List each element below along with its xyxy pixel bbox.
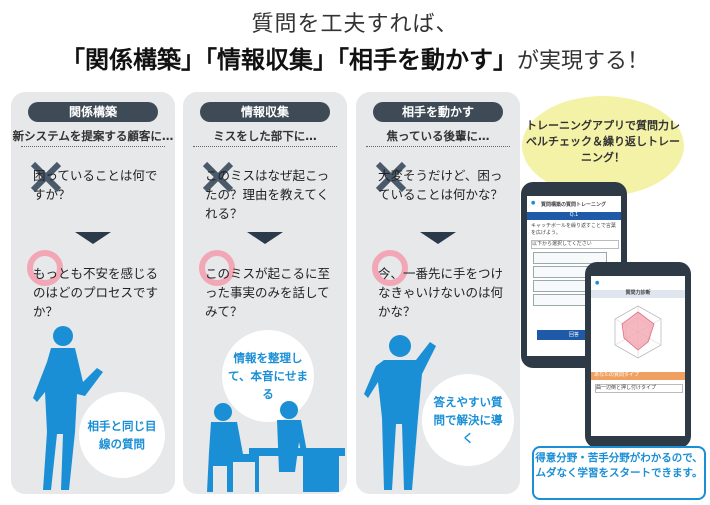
answer-option[interactable] xyxy=(533,252,607,264)
quiz-number: Q.1 xyxy=(527,212,621,220)
x-mark-icon xyxy=(30,161,62,193)
panel-situation: 新システムを提案する顧客に… xyxy=(12,129,174,143)
x-mark-icon xyxy=(375,161,407,193)
good-question: 今、一番先に手をつけなきゃいけないのは何かな？ xyxy=(378,266,504,319)
panel-information: 情報収集 ミスをした部下に… このミスはなぜ起こったの？理由を教えてくれる？ こ… xyxy=(183,92,347,494)
down-arrow-icon xyxy=(75,232,111,244)
good-question: もっとも不安を感じるのはどのプロセスですか？ xyxy=(33,266,159,319)
man-silhouette-icon xyxy=(364,335,436,490)
feature-bubble: 情報を整理して、本音にせまる xyxy=(222,330,314,422)
result-title: 質問力診断 xyxy=(591,290,685,298)
bad-question: 困っていることは何ですか？ xyxy=(33,168,158,202)
feature-bubble: 答えやすい質問で解決に導く xyxy=(422,374,514,466)
divider xyxy=(21,146,165,147)
panel-tag: 関係構築 xyxy=(28,102,158,122)
quiz-section: 以下から選択してください xyxy=(531,240,619,249)
good-question: このミスが起こるに至った事実のみを話してみて？ xyxy=(205,266,331,319)
headline-line2: 「関係構築」「情報収集」「相手を動かす」が実現する！ xyxy=(0,40,710,75)
speech-cloud xyxy=(522,96,684,196)
bad-question: このミスはなぜ起こったの？理由を教えてくれる？ xyxy=(205,168,330,221)
bad-question: 大変そうだけど、困っていることは何かな？ xyxy=(378,168,504,202)
down-arrow-icon xyxy=(247,232,283,244)
panel-tag: 相手を動かす xyxy=(373,102,503,122)
result-type: 曲一辺倒と押し付けタイプ xyxy=(595,384,683,393)
divider xyxy=(193,146,337,147)
divider xyxy=(366,146,510,147)
app-logo: ● xyxy=(595,280,600,286)
panel-motivate: 相手を動かす 焦っている後輩に… 大変そうだけど、困っていることは何かな？ 今、… xyxy=(356,92,520,494)
circle-mark-icon xyxy=(27,250,63,286)
feature-bubble: 相手と同じ目線の質問 xyxy=(79,392,165,478)
result-section: あなたの質問タイプ xyxy=(591,372,685,380)
panel-relationship: 関係構築 新システムを提案する顧客に… 困っていることは何ですか？ もっとも不安… xyxy=(11,92,175,494)
woman-silhouette-icon xyxy=(33,326,103,490)
panel-situation: ミスをした部下に… xyxy=(213,129,317,143)
headline-line1: 質問を工夫すれば、 xyxy=(251,12,459,37)
quiz-title: 質問構築の質問トレーニング xyxy=(541,202,607,208)
headline-keywords: 「関係構築」「情報収集」「相手を動かす」 xyxy=(60,46,517,74)
panel-situation: 焦っている後輩に… xyxy=(386,129,490,143)
panel-tag: 情報収集 xyxy=(200,102,330,122)
bottom-caption: 得意分野・苦手分野がわかるので、ムダなく学習をスタートできます。 xyxy=(532,446,706,500)
submit-button[interactable]: 回答 xyxy=(537,330,611,340)
x-mark-icon xyxy=(202,161,234,193)
phone-result-mockup: ● 質問力診断 あなたの質問タイプ 曲一辺倒と押し付けタイプ xyxy=(585,262,691,448)
circle-mark-icon xyxy=(372,250,408,286)
circle-mark-icon xyxy=(199,250,235,286)
headline-tail: が実現する！ xyxy=(516,49,649,74)
app-logo: ● xyxy=(531,200,536,206)
cloud-text: トレーニングアプリで質問力レベルチェック＆繰り返しトレーニング！ xyxy=(526,119,680,164)
meeting-silhouette-icon xyxy=(207,401,345,492)
quiz-prompt: キャッチボールを繰り返すことで言葉を広げよう。 xyxy=(531,223,616,236)
down-arrow-icon xyxy=(420,232,456,244)
radar-chart-icon xyxy=(614,305,662,359)
